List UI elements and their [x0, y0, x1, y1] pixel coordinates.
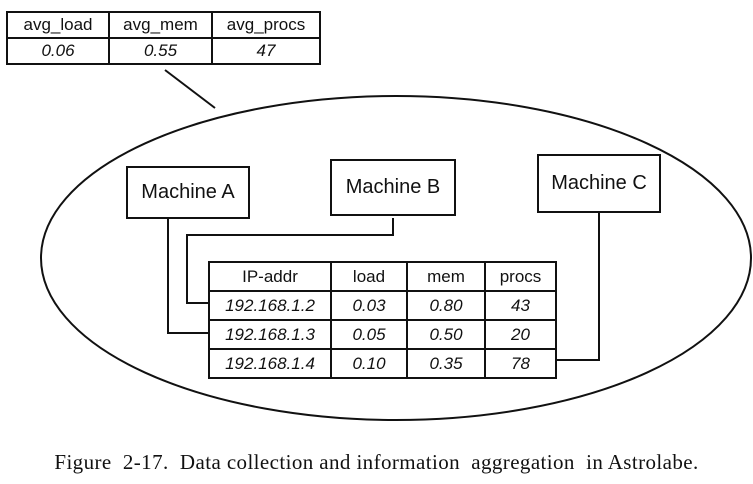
aggregate-header: avg_procs [211, 11, 321, 39]
aggregate-value: 0.55 [108, 37, 213, 65]
load-cell: 0.10 [330, 348, 408, 379]
load-cell: 0.03 [330, 290, 408, 321]
machine-b-box: Machine B [330, 159, 456, 216]
detail-header-row: IP-addr load mem procs [208, 261, 557, 292]
detail-header: mem [406, 261, 486, 292]
ip-cell: 192.168.1.4 [208, 348, 332, 379]
ip-cell: 192.168.1.3 [208, 319, 332, 350]
detail-row: 192.168.1.3 0.05 0.50 20 [208, 319, 557, 350]
mem-cell: 0.50 [406, 319, 486, 350]
aggregate-header: avg_load [6, 11, 110, 39]
machine-c-box: Machine C [537, 154, 661, 213]
aggregate-value: 0.06 [6, 37, 110, 65]
machine-a-box: Machine A [126, 166, 250, 219]
detail-row: 192.168.1.4 0.10 0.35 78 [208, 348, 557, 379]
aggregate-connector [164, 69, 216, 109]
aggregate-header-row: avg_load avg_mem avg_procs [6, 11, 321, 39]
aggregate-table: avg_load avg_mem avg_procs 0.06 0.55 47 [6, 11, 321, 65]
zone-ellipse [40, 95, 752, 421]
procs-cell: 43 [484, 290, 557, 321]
aggregate-value-row: 0.06 0.55 47 [6, 37, 321, 65]
detail-row: 192.168.1.2 0.03 0.80 43 [208, 290, 557, 321]
machine-a-connector [167, 218, 210, 334]
aggregate-value: 47 [211, 37, 321, 65]
procs-cell: 78 [484, 348, 557, 379]
detail-table: IP-addr load mem procs 192.168.1.2 0.03 … [208, 261, 557, 379]
machine-c-connector [556, 213, 600, 361]
detail-header: load [330, 261, 408, 292]
detail-header: IP-addr [208, 261, 332, 292]
machine-b-connector [186, 218, 394, 304]
aggregate-header: avg_mem [108, 11, 213, 39]
mem-cell: 0.80 [406, 290, 486, 321]
procs-cell: 20 [484, 319, 557, 350]
mem-cell: 0.35 [406, 348, 486, 379]
figure-caption: Figure 2-17. Data collection and informa… [54, 450, 699, 474]
ip-cell: 192.168.1.2 [208, 290, 332, 321]
detail-header: procs [484, 261, 557, 292]
load-cell: 0.05 [330, 319, 408, 350]
